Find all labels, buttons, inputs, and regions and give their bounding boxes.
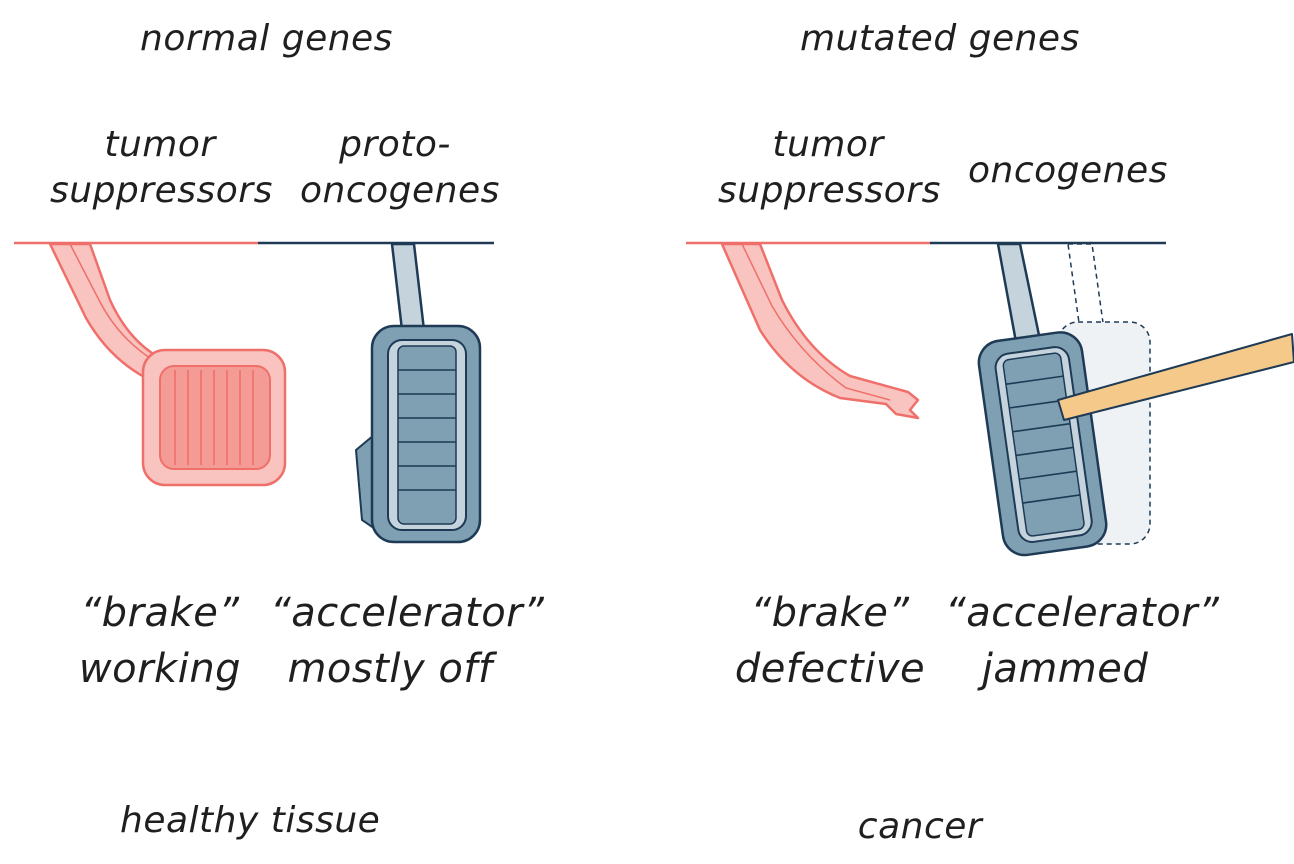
left-col2-label-line2: oncogenes (300, 168, 490, 214)
left-col1-caption-line1: “brake” (60, 585, 260, 641)
right-col1-caption-line2: defective (730, 641, 930, 697)
left-col1-caption-line2: working (60, 641, 260, 697)
left-col2-caption-line1: “accelerator” (270, 585, 510, 641)
left-heading: normal genes (140, 18, 360, 59)
right-col2-caption-line1: “accelerator” (945, 585, 1185, 641)
right-heading: mutated genes (800, 18, 1050, 59)
right-brake-pedal (722, 244, 918, 418)
right-col1-label: tumor suppressors (718, 122, 938, 214)
left-brake-pedal (50, 244, 285, 485)
left-col2-caption: “accelerator” mostly off (270, 585, 510, 697)
right-col2-caption-line2: jammed (945, 641, 1185, 697)
left-col2-label: proto- oncogenes (300, 122, 490, 214)
left-col1-label-line2: suppressors (50, 168, 270, 214)
left-accel-pedal (356, 244, 480, 542)
right-col1-label-line2: suppressors (718, 168, 938, 214)
left-col2-label-line1: proto- (300, 122, 490, 168)
right-col1-caption: “brake” defective (730, 585, 930, 697)
right-col1-label-line1: tumor (718, 122, 938, 168)
left-col1-label-line1: tumor (50, 122, 270, 168)
left-col1-label: tumor suppressors (50, 122, 270, 214)
right-col2-label-line1: oncogenes (968, 148, 1158, 194)
right-col2-caption: “accelerator” jammed (945, 585, 1185, 697)
left-footer: healthy tissue (120, 800, 380, 841)
left-col2-caption-line2: mostly off (270, 641, 510, 697)
right-col1-caption-line1: “brake” (730, 585, 930, 641)
left-col1-caption: “brake” working (60, 585, 260, 697)
right-footer: cancer (820, 806, 1020, 847)
right-col2-label: oncogenes (968, 148, 1158, 194)
